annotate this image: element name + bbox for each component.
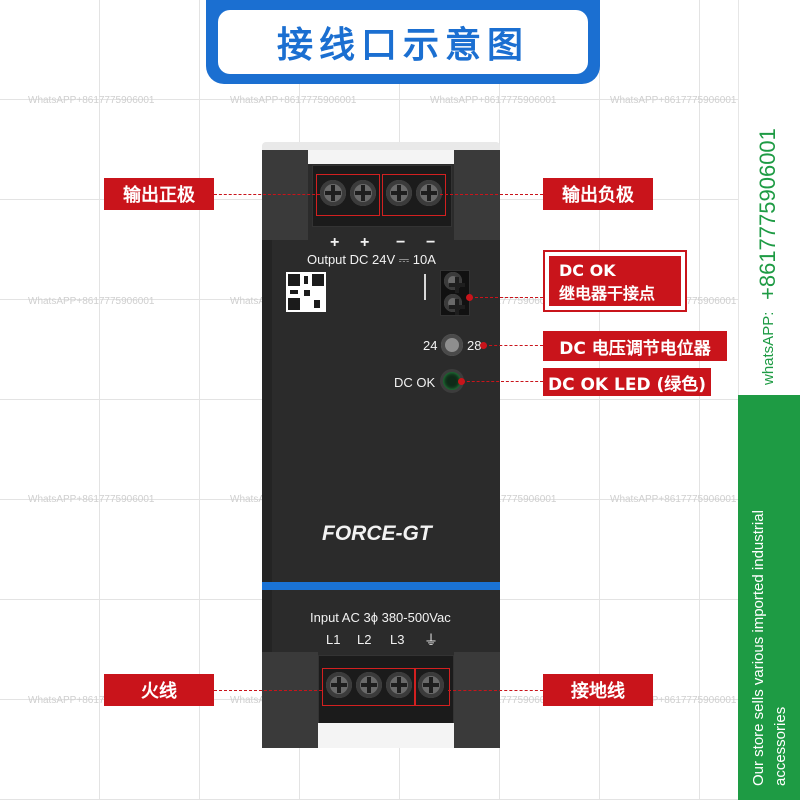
ground-terminal-highlight <box>414 668 450 706</box>
leader-dot <box>466 294 473 301</box>
screw-icon <box>386 180 412 206</box>
qr-code-icon <box>286 272 326 312</box>
watermark: WhatsAPP+8617775906001 <box>230 95 357 106</box>
screw-icon <box>356 672 382 698</box>
leader-line <box>470 297 543 298</box>
callout-output-positive: 输出正极 <box>104 178 214 210</box>
screw-icon <box>444 294 465 315</box>
positive-terminal-highlight <box>316 174 380 216</box>
device-shoulder-left <box>262 150 308 240</box>
live-terminal-highlight <box>322 668 416 706</box>
negative-terminal-highlight <box>382 174 446 216</box>
polarity-minus: − <box>396 234 406 251</box>
watermark: WhatsAPP+8617775906001 <box>430 95 557 106</box>
polarity-minus: − <box>426 234 436 251</box>
title-banner: 接线口示意图 <box>206 0 600 84</box>
page-title: 接线口示意图 <box>218 10 588 74</box>
top-notch <box>308 150 454 164</box>
bottom-notch <box>318 723 454 748</box>
brand-logo: FORCE-GT <box>322 522 432 545</box>
side-store-text-2: accessories <box>772 706 789 786</box>
callout-ground: 接地线 <box>543 674 653 706</box>
callout-relay-line2: 继电器干接点 <box>559 284 656 303</box>
screw-icon <box>444 272 465 293</box>
power-supply-body <box>262 150 500 748</box>
terminal-label-l1: L1 <box>326 632 341 647</box>
screw-icon <box>386 672 412 698</box>
callout-output-negative: 输出负极 <box>543 178 653 210</box>
watermark: WhatsAPP+8617775906001 <box>28 95 155 106</box>
input-rating-label: Input AC 3ϕ 380-500Vac <box>310 610 451 625</box>
leader-dot <box>458 378 465 385</box>
leader-line <box>484 345 543 346</box>
watermark: WhatsAPP+8617775906001 <box>28 296 155 307</box>
device-side-shadow <box>262 150 272 748</box>
terminal-label-l3: L3 <box>390 632 405 647</box>
side-phone-number: +8617775906001 <box>755 128 780 300</box>
callout-relay-line1: DC OK <box>559 261 616 280</box>
leader-line <box>440 194 543 195</box>
terminal-label-l2: L2 <box>357 632 372 647</box>
relay-symbol-icon <box>424 274 436 300</box>
screw-icon <box>416 180 442 206</box>
screw-icon <box>320 180 346 206</box>
leader-line <box>214 194 320 195</box>
watermark: WhatsAPP+8617775906001 <box>28 494 155 505</box>
side-store-text: Our store sells various imported industr… <box>750 510 767 786</box>
polarity-plus: + <box>330 234 340 251</box>
ground-symbol-icon: ⏚ <box>424 632 438 648</box>
watermark: WhatsAPP+8617775906001 <box>610 95 737 106</box>
screw-icon <box>326 672 352 698</box>
callout-live: 火线 <box>104 674 214 706</box>
leader-line <box>462 381 543 382</box>
watermark: WhatsAPP+8617775906001 <box>610 494 737 505</box>
device-shoulder-right <box>454 150 500 240</box>
leader-line <box>448 690 543 691</box>
output-rating-label: Output DC 24V ⎓ 10A <box>307 252 436 267</box>
callout-relay: DC OK 继电器干接点 <box>543 250 687 312</box>
watermark: WhatsAPP+8617775906001 <box>610 695 737 706</box>
screw-icon <box>350 180 376 206</box>
blue-stripe <box>262 582 500 590</box>
side-whatsapp-label: whatsAPP: <box>760 311 777 385</box>
polarity-plus: + <box>360 234 370 251</box>
led-label: DC OK <box>394 375 436 390</box>
store-info-panel <box>738 395 800 800</box>
leader-dot <box>480 342 487 349</box>
callout-potentiometer: DC 电压调节电位器 <box>543 331 727 361</box>
pot-max-label: 28 <box>467 338 482 353</box>
device-bottom-shoulder-right <box>454 652 500 748</box>
watermark: WhatsAPP+8617775906001 <box>28 695 155 706</box>
pot-min-label: 24 <box>423 338 438 353</box>
callout-led: DC OK LED (绿色) <box>543 368 711 396</box>
leader-line <box>214 690 322 691</box>
dc-ok-led-icon <box>443 372 461 390</box>
device-bottom-shoulder-left <box>262 652 318 748</box>
screw-icon <box>418 672 444 698</box>
voltage-potentiometer-knob[interactable] <box>441 334 463 356</box>
